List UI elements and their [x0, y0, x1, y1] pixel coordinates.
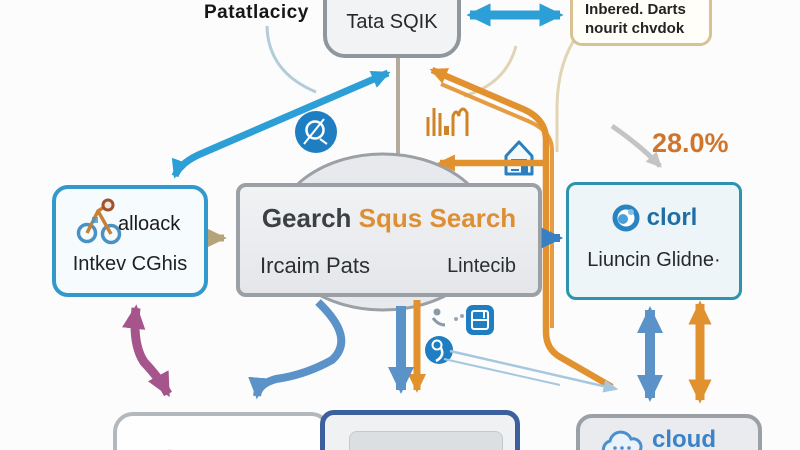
node-left-title: alloack [118, 213, 181, 235]
node-center-title-orange: Squs Search [358, 203, 517, 233]
decorative-arc-right [555, 33, 580, 152]
node-right: clorl Liuncin Glidne· [566, 182, 742, 300]
node-center: Gearch Squs Search Ircaim Pats Lintecib [236, 183, 542, 297]
node-bottom-right-label: cloud [652, 426, 716, 450]
ring-logo-icon [612, 204, 640, 232]
node-top-right-line1: Inbered. Darts [585, 1, 686, 18]
stat-percentage: 28.0% [652, 128, 729, 158]
cloud-icon [168, 449, 173, 450]
node-center-item-right: Lintecib [447, 255, 516, 277]
node-left-subtitle: Intkev CGhis [72, 253, 188, 275]
node-top-center: Tata SQIK [323, 0, 461, 58]
node-center-title: Gearch Squs Search [240, 203, 538, 234]
node-center-item-left: Ircaim Pats [260, 253, 371, 278]
node-left: alloack Intkev CGhis [52, 185, 208, 297]
node-center-title-dark: Gearch [261, 203, 359, 233]
node-top-center-title: Tata SQIK [346, 11, 438, 33]
node-bottom-right: cloud [576, 414, 762, 450]
node-right-title: clorl [646, 204, 698, 231]
node-bottom-middle [320, 410, 520, 450]
node-top-right-line2: nourit chvdok [585, 20, 685, 37]
node-bottom-middle-panel [349, 431, 503, 450]
cloud-icon [601, 430, 643, 450]
node-bottom-left [113, 412, 331, 450]
decorative-arc-left [265, 25, 317, 94]
molecule-bike-icon [76, 198, 122, 245]
top-left-label: Patatlacicy [204, 2, 309, 23]
node-top-right: Inbered. Darts nourit chvdok [570, 0, 712, 46]
decorative-arc-center [463, 45, 518, 98]
node-right-subtitle: Liuncin Glidne· [587, 249, 721, 271]
